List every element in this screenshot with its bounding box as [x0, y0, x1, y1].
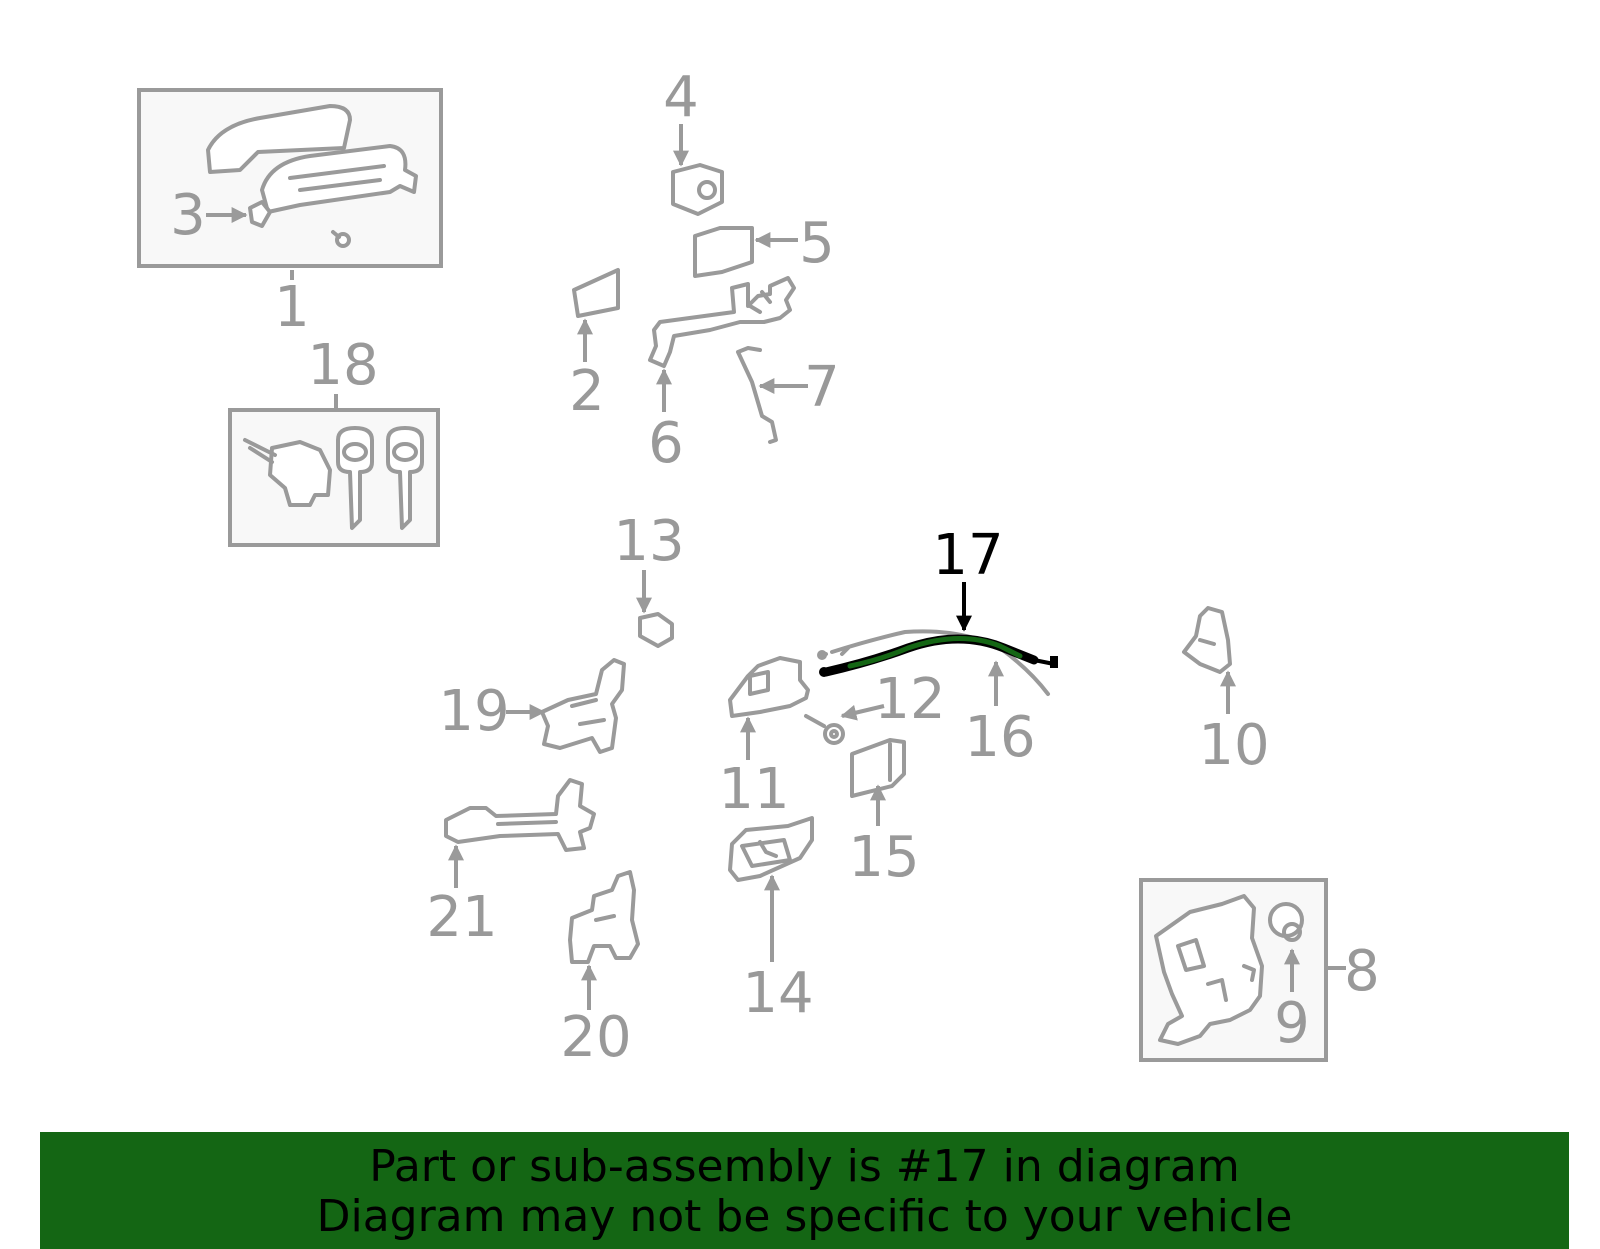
callout-17[interactable]: 17 [932, 523, 1003, 588]
callout-19[interactable]: 19 [438, 679, 509, 744]
leader-lines [206, 124, 1346, 1010]
callout-18[interactable]: 18 [307, 333, 378, 398]
part-1-outside-handle-assembly[interactable] [137, 88, 443, 268]
callout-9[interactable]: 9 [1274, 991, 1310, 1056]
callout-8[interactable]: 8 [1344, 939, 1380, 1004]
part-20[interactable] [568, 870, 640, 964]
part-info-banner: Part or sub-assembly is #17 in diagram D… [40, 1132, 1569, 1249]
part-11-inside-handle[interactable] [728, 656, 810, 718]
part-12-screw[interactable] [804, 714, 845, 745]
part-19[interactable] [540, 658, 626, 754]
part-16-cable[interactable] [817, 629, 1050, 696]
callout-12[interactable]: 12 [874, 667, 945, 732]
callout-20[interactable]: 20 [560, 1005, 631, 1070]
part-14-handle-bezel[interactable] [728, 816, 814, 882]
part-5[interactable] [693, 226, 754, 278]
part-6-handle-frame[interactable] [648, 276, 796, 368]
banner-line-2: Diagram may not be specific to your vehi… [316, 1191, 1293, 1242]
banner-line-1: Part or sub-assembly is #17 in diagram [369, 1141, 1240, 1192]
callout-10[interactable]: 10 [1198, 713, 1269, 778]
callout-5[interactable]: 5 [799, 211, 835, 276]
part-10[interactable] [1182, 606, 1232, 674]
callout-14[interactable]: 14 [742, 961, 813, 1026]
part-8-door-lock-assembly[interactable] [1139, 878, 1328, 1062]
part-7-rod[interactable] [736, 346, 778, 444]
callout-6[interactable]: 6 [648, 411, 684, 476]
callout-11[interactable]: 11 [718, 757, 789, 822]
part-13[interactable] [638, 612, 674, 648]
part-17-cable-highlighted[interactable] [819, 634, 1058, 677]
callout-21[interactable]: 21 [426, 885, 497, 950]
part-18-lock-cylinder-and-keys[interactable] [228, 408, 440, 547]
callout-1[interactable]: 1 [274, 275, 310, 340]
part-2[interactable] [572, 268, 620, 318]
callout-2[interactable]: 2 [569, 359, 605, 424]
callout-4[interactable]: 4 [663, 65, 699, 130]
part-4[interactable] [671, 163, 724, 216]
callout-15[interactable]: 15 [848, 825, 919, 890]
callout-7[interactable]: 7 [804, 355, 840, 420]
callout-16[interactable]: 16 [964, 705, 1035, 770]
callout-13[interactable]: 13 [613, 509, 684, 574]
part-21-door-check[interactable] [444, 778, 596, 852]
callout-3[interactable]: 3 [170, 183, 206, 248]
callout-labels: 1 2 3 4 5 6 7 8 9 10 11 12 13 14 15 16 1… [170, 65, 1380, 1070]
part-15[interactable] [850, 738, 906, 798]
